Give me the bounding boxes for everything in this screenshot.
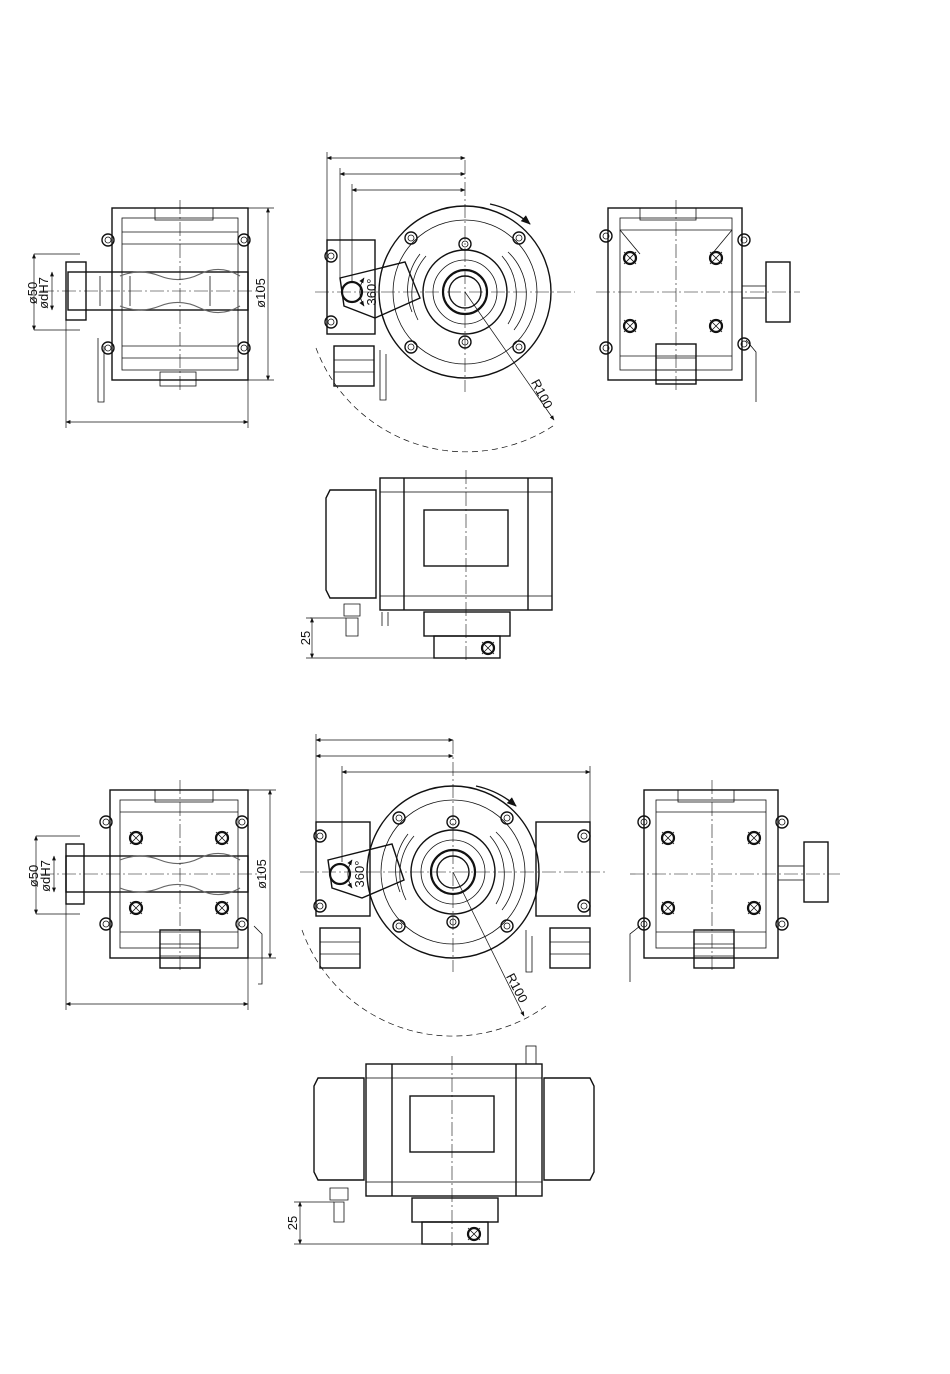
side-view-left-top: ø50 ødH7 ø105 — [25, 200, 274, 428]
lower-variant: ø50 ødH7 ø105 — [26, 734, 840, 1248]
label-dia-bore-2: ødH7 — [38, 860, 53, 892]
side-view-right-top — [596, 200, 800, 402]
front-view-bottom: R100 360° — [300, 734, 606, 1036]
upper-variant: ø50 ødH7 ø105 — [25, 152, 800, 662]
top-view-bottom: 25 — [285, 1046, 594, 1248]
label-radius: R100 — [528, 377, 556, 411]
label-angle-2: 360° — [352, 861, 367, 888]
label-height-2: 25 — [285, 1216, 300, 1230]
label-dia-body-2: ø105 — [254, 859, 269, 889]
top-view-top: 25 — [298, 470, 552, 662]
front-view-top: R100 360° — [315, 152, 575, 452]
label-dia-body: ø105 — [253, 278, 268, 308]
side-view-left-bottom: ø50 ødH7 ø105 — [26, 780, 276, 1010]
label-radius-2: R100 — [503, 971, 531, 1005]
side-view-right-bottom — [630, 780, 840, 982]
label-angle: 360° — [364, 279, 379, 306]
label-height: 25 — [298, 631, 313, 645]
label-dia-bore: ødH7 — [36, 277, 51, 309]
